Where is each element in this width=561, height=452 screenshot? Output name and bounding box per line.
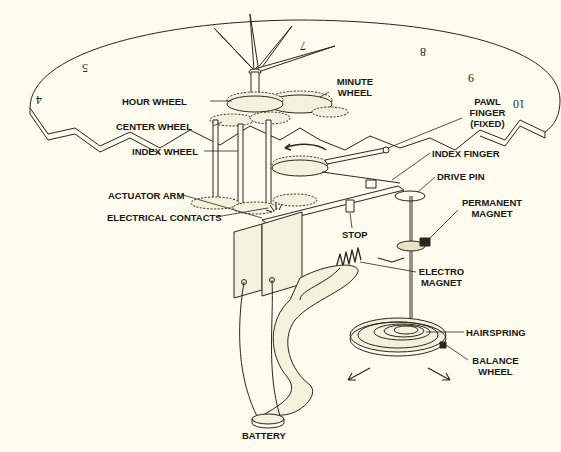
balance-staff xyxy=(410,196,411,332)
part-label: CENTER WHEEL xyxy=(116,121,192,132)
lower-gears xyxy=(191,156,328,214)
balance-wheel xyxy=(350,318,446,352)
arbors xyxy=(213,120,271,210)
dial-numeral: 5 xyxy=(82,60,88,75)
wire xyxy=(240,282,258,418)
part-label: HAIRSPRING xyxy=(466,327,526,338)
dial-numeral: 10 xyxy=(513,96,525,111)
hands xyxy=(214,14,335,72)
part-label: ELECTRO MAGNET xyxy=(414,266,469,288)
part-label: INDEX WHEEL xyxy=(132,146,198,157)
dial xyxy=(30,20,560,150)
part-label: STOP xyxy=(342,229,368,240)
pawl-finger xyxy=(325,148,387,164)
dial-numeral: 7 xyxy=(300,38,306,53)
gear-train xyxy=(210,91,348,126)
part-label: PERMANENT MAGNET xyxy=(458,197,526,219)
dial-numeral: 8 xyxy=(420,44,426,59)
dial-edge xyxy=(30,108,545,154)
part-label: BALANCE WHEEL xyxy=(468,355,523,377)
part-label: MINUTE WHEEL xyxy=(330,76,380,98)
part-label: DRIVE PIN xyxy=(437,171,485,182)
index-finger xyxy=(322,172,400,183)
part-label: HOUR WHEEL xyxy=(122,96,187,107)
stop xyxy=(346,200,354,212)
dial-numeral: 9 xyxy=(468,70,474,85)
wire xyxy=(272,280,281,416)
dial-numeral: 4 xyxy=(36,92,42,107)
contact-plate xyxy=(234,224,262,298)
spark xyxy=(266,202,282,212)
wire-conduit xyxy=(258,265,358,418)
leader-lines xyxy=(183,92,468,360)
contact-plate xyxy=(262,212,302,296)
part-label: PAWL FINGER (FIXED) xyxy=(460,96,515,129)
hairspring xyxy=(374,324,430,340)
part-label: INDEX FINGER xyxy=(432,148,500,159)
battery xyxy=(252,414,284,424)
part-label: BATTERY xyxy=(242,430,286,441)
part-label: ACTUATOR ARM xyxy=(108,190,184,201)
part-label: ELECTRICAL CONTACTS xyxy=(107,212,222,223)
rotation-arrow xyxy=(285,144,326,150)
